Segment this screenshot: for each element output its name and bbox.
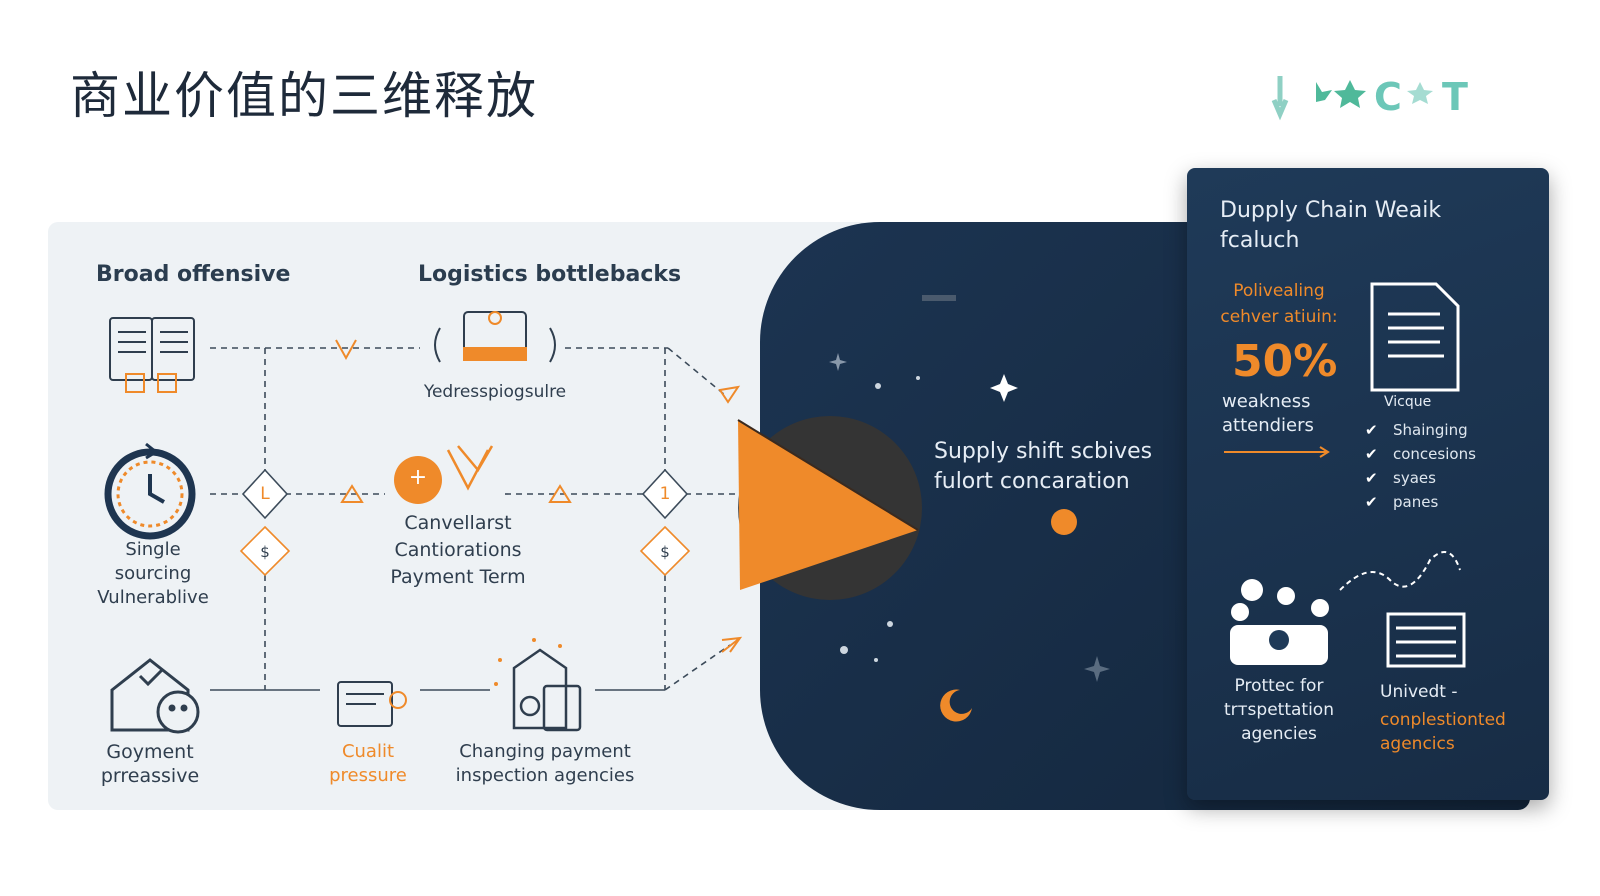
node-dollar-text: $	[260, 543, 270, 561]
heading-logistics: Logistics bottlebacks	[418, 262, 682, 287]
logo-c: C	[1374, 75, 1402, 119]
univedt-label: Univedt -	[1380, 682, 1458, 702]
check-icon: ✔	[1365, 445, 1378, 463]
single-sourcing-label: Single sourcing Vulnerablive	[97, 539, 209, 608]
arrow-x-icon	[721, 636, 743, 653]
check-icon: ✔	[1365, 421, 1378, 439]
orange-dot	[1051, 509, 1077, 535]
sparkle-dots	[494, 638, 562, 686]
protect-label: Protteс for trтspettation agencies	[1224, 676, 1334, 744]
dash-top-diag	[667, 347, 726, 396]
arrow-head-icon	[718, 385, 741, 404]
star-dots	[840, 376, 920, 662]
plus-circle	[394, 456, 442, 504]
payment-icon	[512, 648, 582, 732]
check-icon: ✔	[1365, 469, 1378, 487]
logistics-sub-label: Yedresspiogsulre	[423, 382, 567, 402]
sparkle-icon	[829, 353, 847, 371]
list-item: ✔panes	[1365, 490, 1476, 514]
check-icon: ✔	[1365, 493, 1378, 511]
weakness-label: weakness attendiers	[1222, 391, 1314, 436]
node-l-text: L	[260, 484, 270, 504]
changing-label: Changing payment inspection agencies	[455, 741, 635, 786]
dotted-path	[1339, 551, 1461, 591]
orange-wedge	[738, 420, 918, 590]
dash-bot-diag	[664, 644, 731, 691]
card-subheading: Polivealing cehver atiuin:	[1220, 281, 1338, 327]
chevron-down-icon	[335, 339, 357, 361]
cualit-label: Cualit pressure	[329, 741, 407, 786]
supply-shift-text: Supply shift scbives fulort concaration	[934, 439, 1153, 494]
node-1-diamond	[641, 468, 689, 520]
vicque-label: Vicque	[1384, 394, 1432, 410]
center-node-label: Canvellarst Cantiorations Payment Term	[390, 512, 526, 588]
spark-icon	[990, 374, 1018, 402]
percent-value: 50%	[1232, 336, 1338, 387]
node-l-diamond	[241, 468, 289, 520]
plus-text: +	[408, 465, 428, 490]
list-item: ✔concesions	[1365, 442, 1476, 466]
goyment-label: Goyment prreassive	[100, 741, 200, 787]
book-icon	[109, 317, 195, 393]
clock-icon	[104, 442, 196, 540]
house-icon	[110, 658, 200, 734]
heading-broad-offensive: Broad offensive	[96, 262, 291, 287]
complestioned-label: conplestionted agencics	[1380, 710, 1506, 754]
truck-icon	[434, 311, 556, 363]
list-item: ✔Shainging	[1365, 418, 1476, 442]
node-dollar-diamond	[639, 525, 691, 577]
sparkle-icon	[1084, 656, 1110, 682]
triangle-icon	[548, 484, 572, 503]
server-icon	[1386, 612, 1466, 668]
page-title: 商业价值的三维释放	[70, 67, 538, 125]
node-dollar-diamond	[239, 525, 291, 577]
register-icon	[337, 681, 407, 727]
node-dollar-text: $	[660, 543, 670, 561]
supply-chain-card	[1187, 168, 1549, 800]
logo-t: T	[1442, 75, 1468, 119]
checklist: ✔Shainging ✔concesions ✔syaes ✔panes	[1365, 418, 1476, 514]
brand-logo: C T	[1271, 75, 1468, 121]
document-icon	[1370, 282, 1460, 392]
people-icon	[1230, 579, 1329, 665]
triangle-icon	[340, 484, 364, 503]
handshake-icon	[446, 445, 494, 491]
moon-icon	[940, 689, 972, 722]
node-1-text: 1	[659, 484, 671, 504]
card-heading: Dupply Chain Weaik fcaluch	[1220, 198, 1442, 253]
list-item: ✔syaes	[1365, 466, 1476, 490]
